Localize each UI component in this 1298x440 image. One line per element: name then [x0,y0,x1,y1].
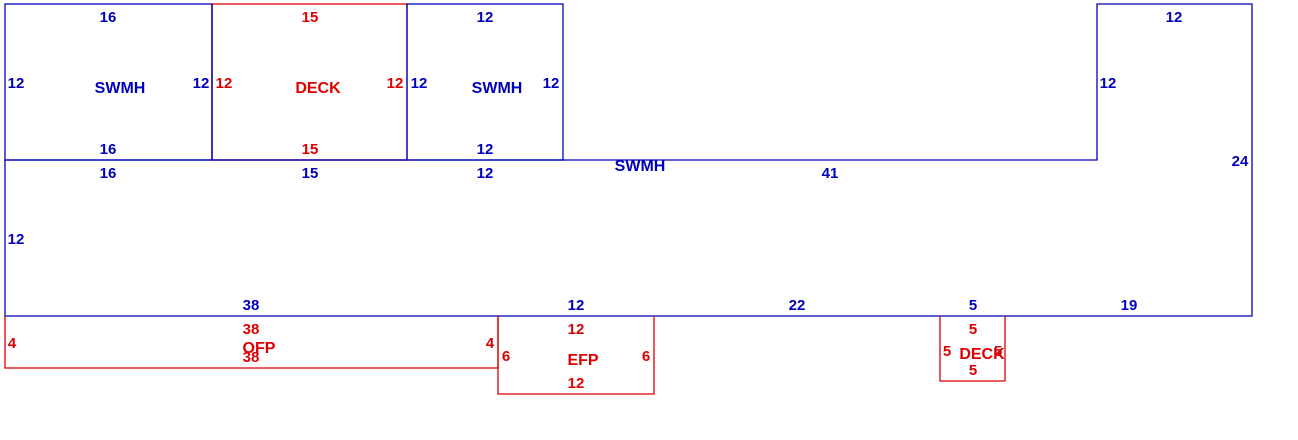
dim-swmh-left-top: 16 [100,9,117,26]
efp-area [497,316,655,395]
dim-deck-small-bottom: 5 [969,362,977,379]
dim-swmh-mid-left: 12 [411,75,428,92]
swmh-middle-label: SWMH [472,80,523,97]
dim-ofp-top: 38 [243,321,260,338]
deck-small-label: DECK [959,346,1005,363]
efp-label: EFP [567,352,598,369]
dim-right-side: 24 [1232,153,1249,170]
swmh-left-label: SWMH [95,80,146,97]
dim-swmh-mid-bottom: 12 [477,141,494,158]
dim-efp-right: 6 [642,348,650,365]
dim-deck-small-top: 5 [969,321,977,338]
dim-deck-small-left: 5 [943,343,951,360]
dim-main-bottom-3: 22 [789,297,806,314]
dim-efp-bottom: 12 [568,375,585,392]
dim-main-top-1: 16 [100,165,117,182]
swmh-main-label: SWMH [615,158,666,175]
dim-deck-top-top: 15 [302,9,319,26]
deck-small-area [939,316,1006,382]
dim-ofp-left: 4 [8,335,17,352]
dim-swmh-left-right: 12 [193,75,210,92]
dim-main-top-4: 41 [822,165,839,182]
dim-deck-top-right: 12 [387,75,404,92]
dim-right-wing-top: 12 [1166,9,1183,26]
dim-swmh-left-left: 12 [8,75,25,92]
dim-main-bottom-2: 12 [568,297,585,314]
dim-swmh-left-bottom: 16 [100,141,117,158]
dim-swmh-mid-right: 12 [543,75,560,92]
dim-swmh-mid-top: 12 [477,9,494,26]
dim-right-wing-left: 12 [1100,75,1117,92]
dim-main-left: 12 [8,231,25,248]
dim-main-top-3: 12 [477,165,494,182]
dim-ofp-right: 4 [486,335,495,352]
dim-main-top-2: 15 [302,165,319,182]
dim-ofp-bottom: 38 [243,349,260,366]
dim-efp-left: 6 [502,348,510,365]
dim-main-bottom-5: 19 [1121,297,1138,314]
dim-deck-small-right: 5 [994,343,1002,360]
ofp-label: OFP [243,340,276,357]
dim-deck-top-bottom: 15 [302,141,319,158]
deck-top-label: DECK [295,80,341,97]
swmh-middle-room [406,3,564,161]
dim-main-bottom-1: 38 [243,297,260,314]
dim-deck-top-left: 12 [216,75,233,92]
dim-main-bottom-4: 5 [969,297,977,314]
dim-efp-top: 12 [568,321,585,338]
